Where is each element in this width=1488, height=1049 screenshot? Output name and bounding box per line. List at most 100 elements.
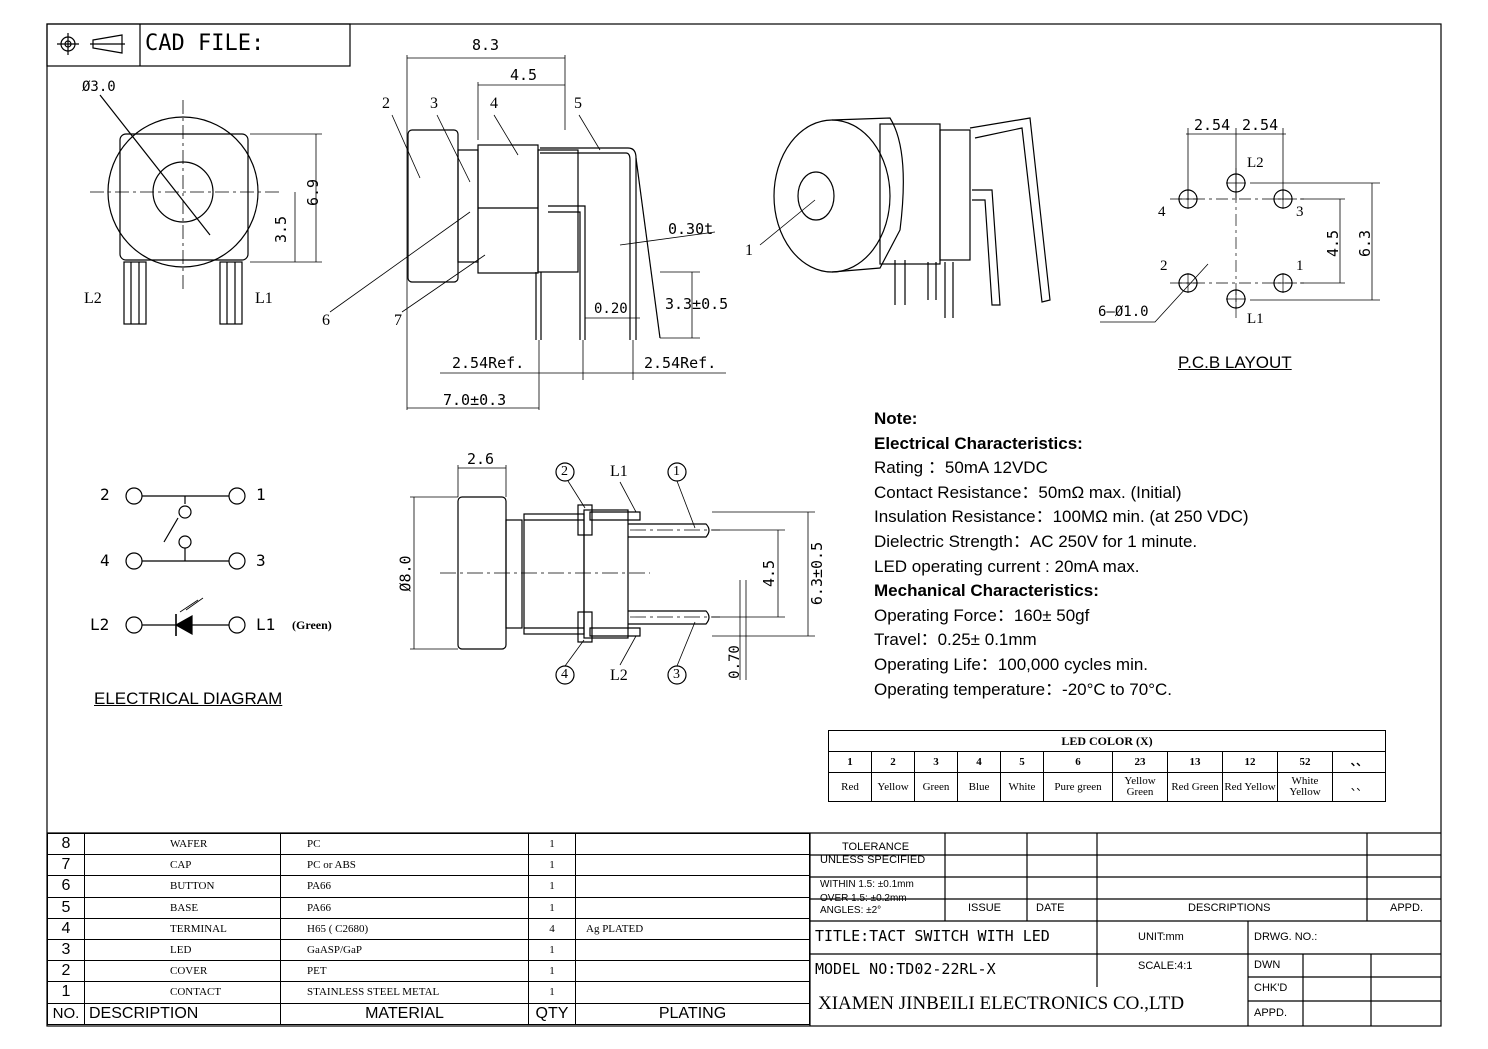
led-code: 5 — [1000, 751, 1044, 773]
pin-width-dimension: 0.70 — [726, 645, 743, 679]
bom-plating: Ag PLATED — [575, 917, 810, 940]
led-table-title: LED COLOR (X) — [828, 730, 1386, 752]
front-pin-2: 2 — [561, 464, 568, 479]
pcb-hole-1 — [1273, 273, 1293, 293]
bom-no: 2 — [47, 960, 85, 983]
issue-label: ISSUE — [968, 902, 1002, 914]
front-view-drawing — [410, 462, 815, 685]
notes-block: Note: Electrical Characteristics: Rating… — [874, 407, 1249, 702]
bom-qty: 1 — [528, 832, 576, 856]
bom-row: 3 LED GaASP/GaP 1 — [47, 938, 810, 962]
callout-7: 7 — [394, 312, 402, 329]
diagram-pin-l1: L1 — [256, 615, 276, 634]
pcb-pin-l1: L1 — [1247, 311, 1264, 327]
drawing-border — [46, 23, 1442, 1027]
led-code: 13 — [1167, 751, 1223, 773]
scale-label: SCALE:4:1 — [1138, 960, 1193, 972]
led-color: 、、 — [1332, 772, 1386, 802]
bom-no: 6 — [47, 875, 85, 898]
pcb-pin-l2: L2 — [1247, 155, 1264, 171]
bom-plating — [575, 981, 810, 1004]
callout-2: 2 — [382, 95, 390, 112]
led-color: Red Yellow — [1222, 772, 1278, 802]
bom-material: GaASP/GaP — [280, 938, 529, 962]
drawing-title: TITLE:TACT SWITCH WITH LED — [815, 927, 1050, 945]
dwn-label: DWN — [1254, 959, 1281, 971]
bom-material: STAINLESS STEEL METAL — [280, 981, 529, 1004]
pin-length-dimension: 3.3±0.5 — [665, 295, 729, 313]
bom-no: 8 — [47, 832, 85, 856]
model-number: MODEL NO:TD02-22RL-X — [815, 960, 996, 978]
tolerance-over: OVER 1.5: ±0.2mm — [820, 893, 907, 904]
led-color: Pure green — [1043, 772, 1113, 802]
led-color: White Yellow — [1277, 772, 1333, 802]
note-line: Note: — [874, 409, 918, 428]
note-line: Operating Life：100,000 cycles min. — [874, 654, 1149, 674]
ref-right-dimension: 2.54Ref. — [644, 354, 717, 372]
unit-label: UNIT:mm — [1138, 931, 1184, 943]
bom-header-qty: QTY — [528, 1002, 576, 1025]
descriptions-label: DESCRIPTIONS — [1188, 902, 1271, 914]
led-code: 、、 — [1332, 751, 1386, 773]
bom-description: Button — [84, 875, 281, 898]
note-line: Electrical Characteristics: — [874, 433, 1083, 453]
bom-plating — [575, 960, 810, 983]
electrical-diagram-drawing — [125, 487, 246, 636]
bom-header-material: MATERIAL — [280, 1002, 529, 1025]
callout-6: 6 — [322, 312, 330, 329]
pcb-hole-l1 — [1226, 289, 1246, 309]
bom-material: PC or ABS — [280, 854, 529, 877]
diagram-pin-1: 1 — [256, 485, 266, 504]
bom-qty: 1 — [528, 854, 576, 877]
bom-description: Wafer — [84, 832, 281, 856]
date-label: DATE — [1036, 902, 1065, 914]
appd-bottom-label: APPD. — [1254, 1007, 1288, 1019]
bom-qty: 1 — [528, 981, 576, 1004]
led-color-table: LED COLOR (X) 1 2 3 4 5 6 23 13 12 52 、、… — [828, 730, 1386, 802]
cad-file-label: CAD FILE: — [145, 31, 265, 56]
pcb-pitch-b: 2.54 — [1242, 116, 1279, 134]
projection-symbol-icon — [57, 33, 125, 55]
front-diameter-dimension: Ø8.0 — [396, 555, 415, 592]
bom-material: PC — [280, 832, 529, 856]
bom-header-row: NO. DESCRIPTION MATERIAL QTY PLATING — [47, 1002, 810, 1025]
pin-label-l2: L2 — [84, 290, 102, 307]
bom-row: 8 Wafer PC 1 — [47, 832, 810, 856]
bom-plating — [575, 896, 810, 919]
callout-5: 5 — [574, 95, 582, 112]
bom-no: 4 — [47, 917, 85, 940]
tolerance-title: TOLERANCE — [842, 841, 910, 853]
front-label-l2: L2 — [610, 667, 628, 684]
led-color: Yellow Green — [1112, 772, 1168, 802]
led-color: Green — [914, 772, 958, 802]
bom-qty: 1 — [528, 896, 576, 919]
bom-plating — [575, 875, 810, 898]
pcb-hole-l2 — [1226, 173, 1246, 193]
led-color: Red Green — [1167, 772, 1223, 802]
bom-row: 6 Button PA66 1 — [47, 875, 810, 898]
led-code: 6 — [1043, 751, 1113, 773]
callout-1: 1 — [745, 242, 753, 259]
bom-no: 7 — [47, 854, 85, 877]
thickness-dimension: 0.30t — [668, 220, 714, 238]
pcb-pin-1: 1 — [1296, 258, 1304, 274]
led-code: 1 — [828, 751, 872, 773]
bom-material: PA66 — [280, 875, 529, 898]
bom-header-description: DESCRIPTION — [84, 1002, 281, 1025]
bom-row: 5 Base PA66 1 — [47, 896, 810, 919]
pin-label-l1: L1 — [255, 290, 273, 307]
pcb-hole-3 — [1273, 189, 1293, 209]
pcb-pin-4: 4 — [1158, 204, 1166, 220]
diameter-dimension: Ø3.0 — [82, 79, 116, 95]
drwg-no-label: DRWG. NO.: — [1254, 931, 1318, 943]
led-code: 2 — [871, 751, 915, 773]
led-code: 3 — [914, 751, 958, 773]
front-pin-4: 4 — [561, 667, 568, 682]
cap-width-dimension: 2.6 — [467, 450, 495, 468]
pcb-hole-label: 6–Ø1.0 — [1098, 304, 1149, 320]
bom-description: Terminal — [84, 917, 281, 940]
diagram-pin-4: 4 — [100, 551, 110, 570]
cad-header-box — [46, 23, 351, 67]
led-code: 52 — [1277, 751, 1333, 773]
